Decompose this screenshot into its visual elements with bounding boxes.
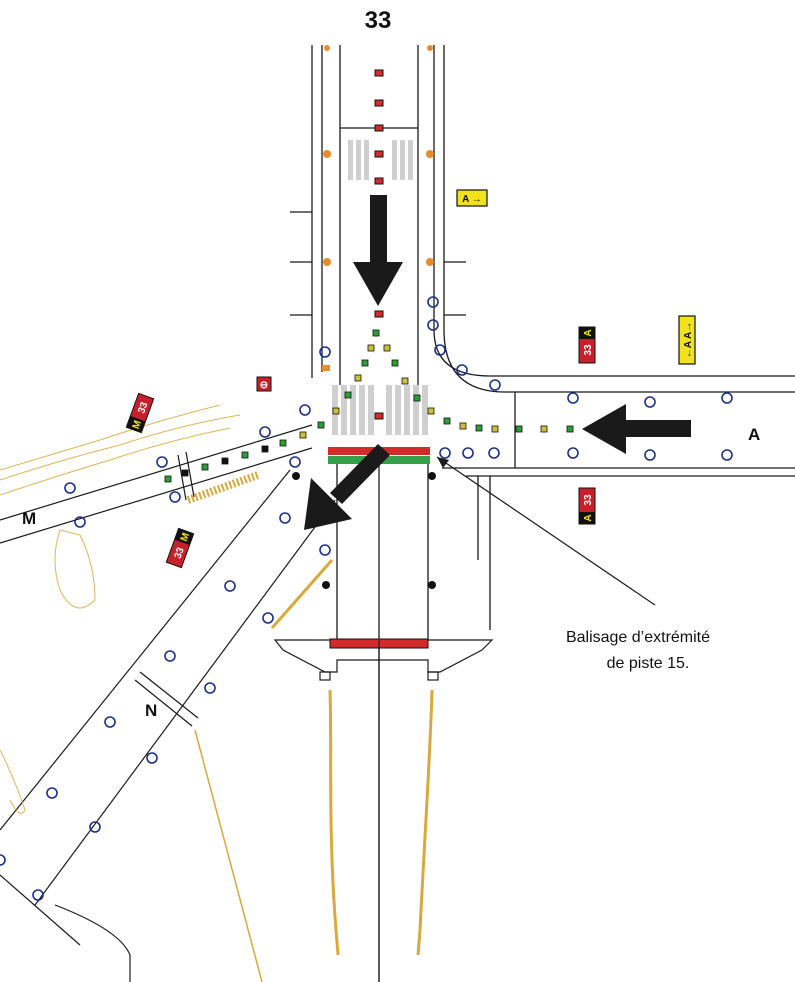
runway-guard-lights [292,472,436,589]
sign-direction-a-vertical-text: ←A A→ [683,322,694,358]
sign-direction-a: A → [456,189,488,207]
grass-contours [0,404,241,814]
taxiway-edge-lights [0,296,733,901]
arrow-west-icon [582,404,691,454]
holding-apron [273,639,494,681]
taxiway-m-hold-marking [186,471,260,504]
sign-no-entry-symbol: ⊖ [260,380,268,391]
runway-edge-lights [322,45,434,371]
sign-33-text: 33 [136,400,150,415]
runway-pavement [290,45,795,982]
runway-designator-label: 33 [365,7,392,34]
sign-location-m-text: M [179,531,192,543]
sign-mandatory-33-m: M 33 [125,392,155,434]
sign-33-text: 33 [173,546,187,561]
sign-mandatory-33-a-north: 33 A [578,326,596,364]
sign-no-entry: ⊖ [256,376,272,392]
runway-centerline-lights [374,69,384,420]
sign-33-text: 33 [583,494,594,506]
sign-mandatory-33-n: 33 M [165,527,195,569]
callout-pointer [436,456,656,606]
sign-33-text: 33 [583,344,594,356]
callout-arrowhead [437,457,449,468]
sign-location-m-text: M [131,419,144,431]
taxiway-a-label: A [748,425,760,444]
sign-location-a-text: A [583,329,594,336]
sign-mandatory-33-a-south: A 33 [578,487,596,525]
sign-direction-a-vertical: ←A A→ [678,315,696,365]
taxiway-n-pavement [0,469,336,982]
taxiway-n-label: N [145,701,157,720]
shoulder-markings [270,559,434,956]
taxiway-m-label: M [22,509,36,528]
arrow-south-icon [353,195,403,306]
sign-direction-a-text: A → [462,194,482,205]
taxiway-m-pavement [0,424,313,544]
taxiway-centerline-lights [164,329,574,483]
callout-line-2: de piste 15. [607,655,690,672]
threshold-stripes [332,140,428,435]
sign-location-a-text: A [583,514,594,521]
callout-line-1: Balisage d’extrémité [566,629,710,646]
arrow-southwest-icon [304,444,390,530]
